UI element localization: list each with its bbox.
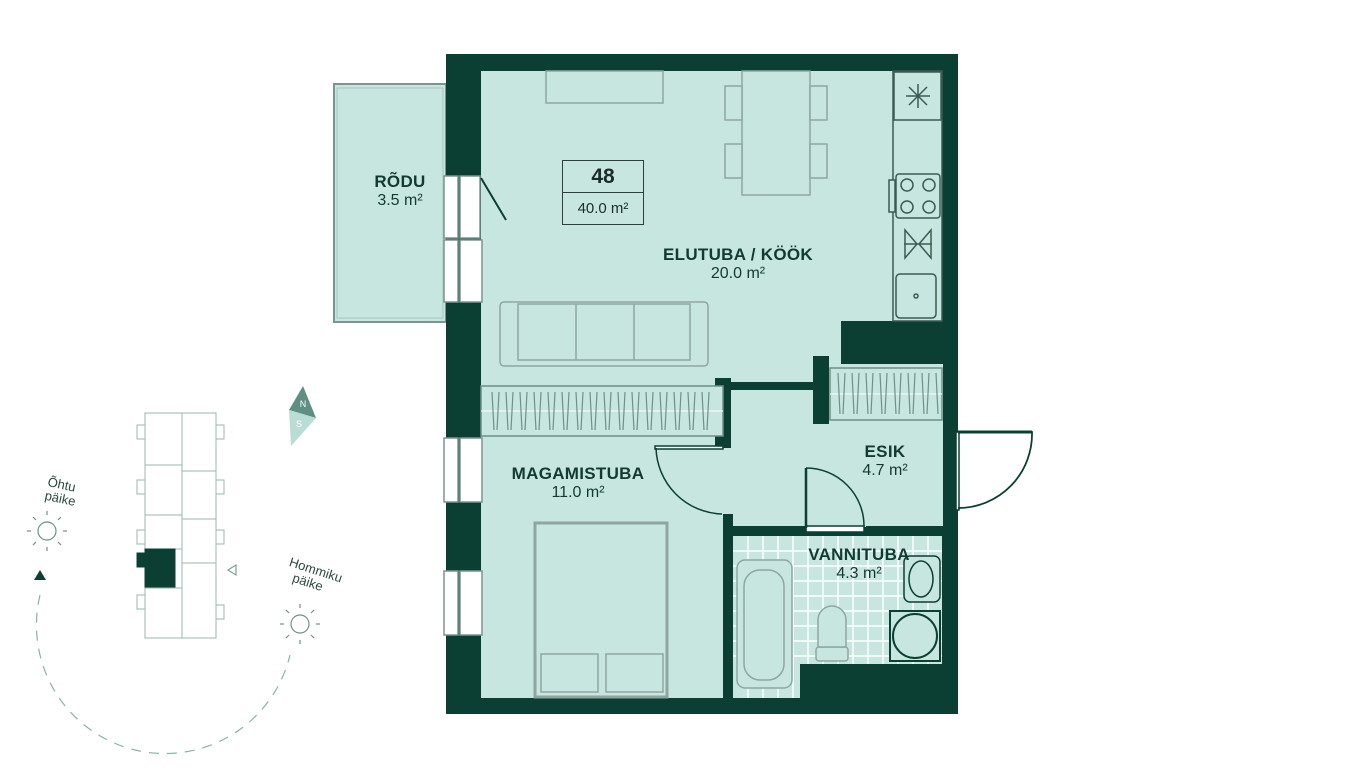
compass-icon: [289, 386, 316, 446]
kitchen-counter: [888, 70, 943, 322]
room-name: MAGAMISTUBA: [511, 464, 645, 483]
apartment-area: 40.0 m²: [577, 200, 629, 217]
hanger-line: [533, 391, 537, 431]
room-name: VANNITUBA: [808, 545, 910, 564]
room-name: ELUTUBA / KÖÖK: [663, 245, 813, 264]
hanger-line: [538, 391, 542, 431]
hall-wall-pier: [813, 356, 829, 424]
apartment-tag: 48 40.0 m²: [562, 160, 644, 225]
doors: [480, 177, 1033, 533]
windows: [443, 175, 483, 636]
hanger-line: [678, 391, 682, 431]
room-area: 11.0 m²: [551, 483, 605, 501]
hanger-line: [580, 391, 584, 431]
hanger-line: [650, 391, 654, 431]
hanger-line: [692, 391, 696, 431]
room-name: ESIK: [864, 442, 906, 461]
hanger-line: [575, 391, 579, 431]
room-area: 4.7 m²: [862, 461, 908, 479]
room-area: 20.0 m²: [710, 264, 766, 282]
hanger-line: [603, 391, 607, 431]
furniture: [499, 70, 941, 699]
compass-south-label: S: [295, 419, 302, 429]
hanger-line: [935, 372, 939, 415]
bath-wall-north-a: [723, 526, 809, 536]
balcony: [333, 83, 447, 323]
building-site-plan: [136, 412, 237, 639]
hanger-line: [687, 391, 691, 431]
hanger-line: [926, 372, 930, 415]
hanger-line: [842, 372, 846, 415]
bath-wall-north-b: [866, 526, 956, 536]
wardrobe-hangers-bedroom: [491, 391, 710, 431]
hanger-line: [851, 372, 855, 415]
sun-icon-evening: [27, 511, 67, 551]
hanger-line: [608, 391, 612, 431]
hanger-line: [893, 372, 897, 415]
evening-sun-label: Õhtu päike: [43, 474, 79, 509]
bath-wall-south: [800, 664, 950, 704]
hanger-line: [622, 391, 626, 431]
hanger-line: [664, 391, 668, 431]
hanger-line: [659, 391, 663, 431]
sun-path: [34, 570, 291, 755]
hanger-line: [566, 391, 570, 431]
hanger-line: [547, 391, 551, 431]
hanger-line: [505, 391, 509, 431]
wardrobe-hangers-hall: [837, 372, 939, 415]
room-label-bath: VANNITUBA 4.3 m²: [800, 545, 918, 583]
hanger-line: [907, 372, 911, 415]
room-label-bedroom: MAGAMISTUBA 11.0 m²: [498, 464, 658, 502]
compass-north-label: N: [299, 399, 307, 409]
hanger-line: [496, 391, 500, 431]
room-area: 4.3 m²: [836, 564, 882, 582]
hanger-line: [879, 372, 883, 415]
hanger-line: [921, 372, 925, 415]
hanger-line: [631, 391, 635, 431]
hanger-line: [617, 391, 621, 431]
hanger-line: [706, 391, 710, 431]
hanger-line: [856, 372, 860, 415]
hanger-line: [701, 391, 705, 431]
hanger-line: [552, 391, 556, 431]
hanger-line: [524, 391, 528, 431]
apartment-number: 48: [563, 161, 643, 193]
room-name: RÕDU: [374, 172, 426, 191]
hall-wall: [841, 321, 943, 364]
hanger-line: [491, 391, 495, 431]
room-area: 3.5 m²: [377, 191, 423, 209]
sun-icon-morning: [280, 604, 320, 644]
room-label-hall: ESIK 4.7 m²: [845, 442, 925, 480]
hanger-line: [870, 372, 874, 415]
hanger-line: [561, 391, 565, 431]
hanger-line: [865, 372, 869, 415]
room-label-living: ELUTUBA / KÖÖK 20.0 m²: [638, 245, 838, 283]
bath-wall-west: [723, 514, 733, 712]
hanger-line: [510, 391, 514, 431]
hanger-line: [884, 372, 888, 415]
hanger-line: [636, 391, 640, 431]
hanger-line: [519, 391, 523, 431]
hanger-line: [594, 391, 598, 431]
hanger-line: [589, 391, 593, 431]
hanger-line: [673, 391, 677, 431]
hanger-line: [912, 372, 916, 415]
hanger-line: [898, 372, 902, 415]
hanger-line: [837, 372, 841, 415]
room-label-balcony: RÕDU 3.5 m²: [350, 172, 450, 210]
hanger-line: [645, 391, 649, 431]
